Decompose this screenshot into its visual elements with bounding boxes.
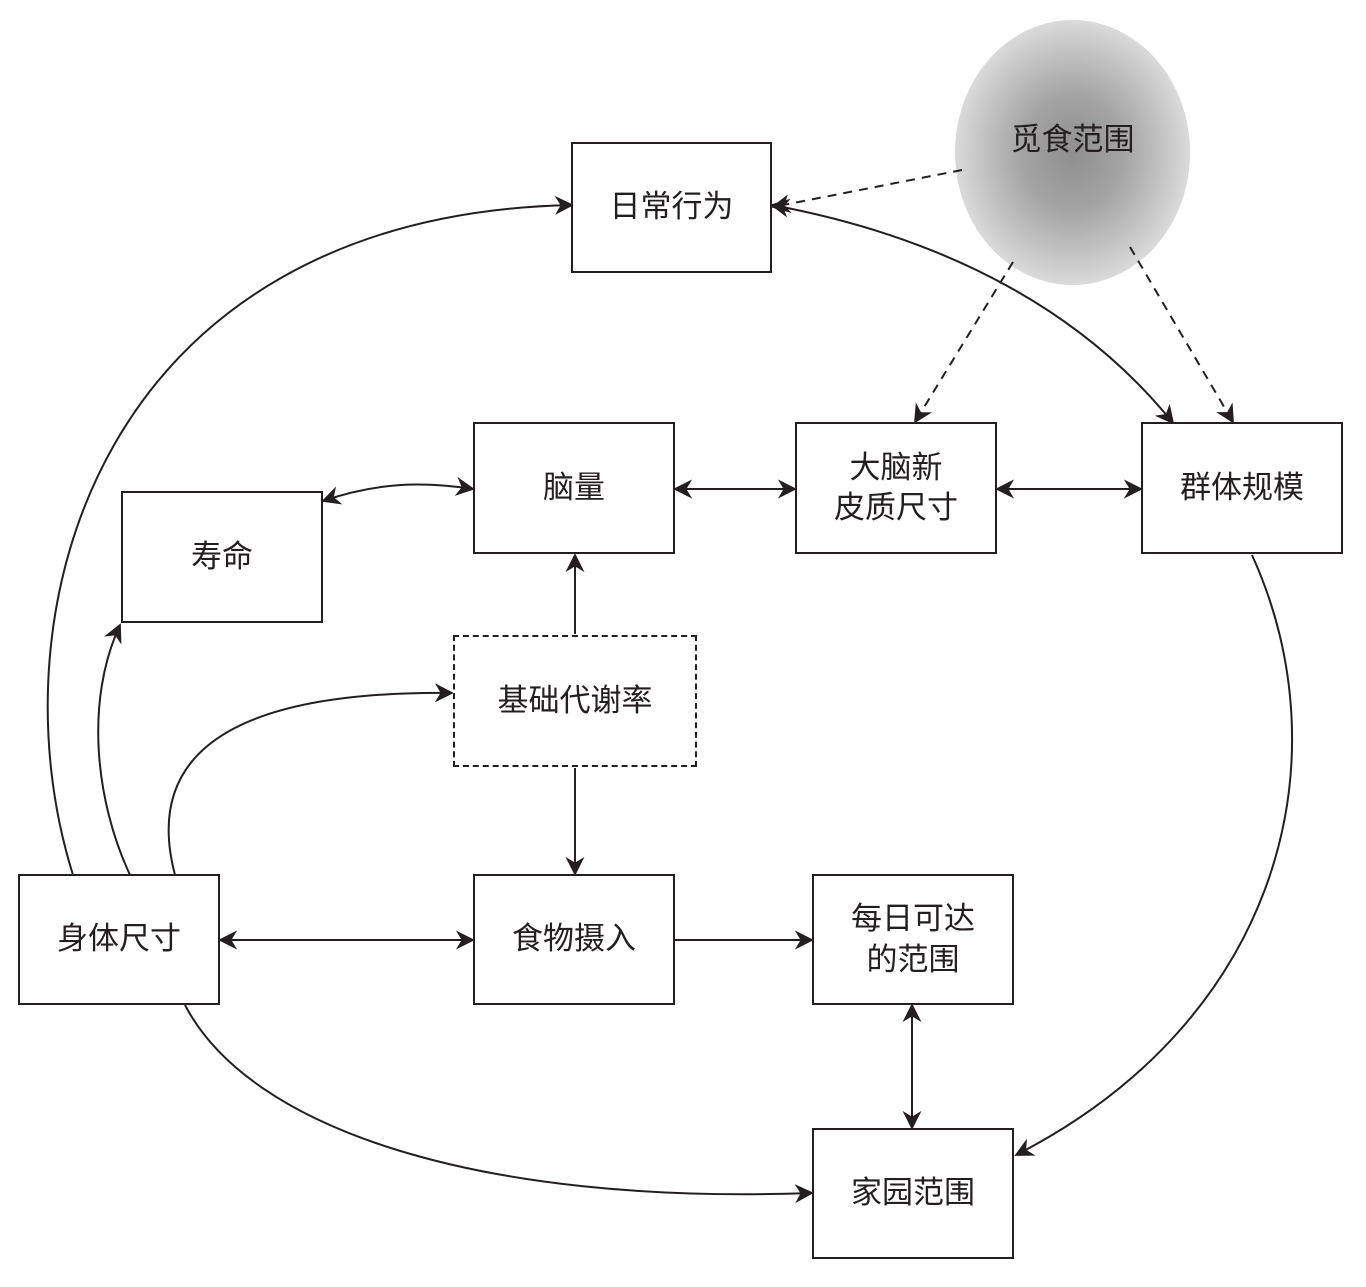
neocortex-label-line1: 大脑新 (849, 449, 943, 486)
arrow-lifespan-brain (321, 477, 475, 505)
node-daily-behavior: 日常行为 (571, 142, 772, 273)
dashed-arrow-foraging-to-group (1129, 246, 1234, 424)
foraging-range-label: 觅食范围 (1010, 122, 1135, 158)
lifespan-label: 寿命 (191, 538, 253, 575)
node-brain-volume: 脑量 (473, 422, 675, 554)
neocortex-label-line2: 皮质尺寸 (834, 490, 958, 526)
home-range-label: 家园范围 (851, 1175, 975, 1212)
node-group-size: 群体规模 (1141, 422, 1343, 554)
bmr-label: 基础代谢率 (497, 682, 653, 719)
node-day-range: 每日可达 的范围 (812, 874, 1014, 1005)
dashed-arrow-foraging-to-neocortex (914, 261, 1014, 424)
group-size-label: 群体规模 (1180, 469, 1304, 506)
node-food-intake: 食物摄入 (473, 874, 675, 1005)
node-basal-metabolic-rate: 基础代谢率 (453, 635, 697, 767)
arrow-body-to-lifespan (97, 623, 131, 876)
arrow-behavior-group (770, 198, 1175, 425)
day-range-label-line2: 的范围 (866, 941, 960, 978)
node-neocortex-size: 大脑新 皮质尺寸 (795, 422, 997, 554)
daily-behavior-label: 日常行为 (609, 189, 734, 226)
food-intake-label: 食物摄入 (512, 921, 636, 958)
node-body-size: 身体尺寸 (18, 874, 220, 1005)
node-home-range: 家园范围 (812, 1128, 1014, 1259)
arrow-body-to-bmr (167, 683, 454, 876)
arrow-body-to-home-range (184, 1004, 814, 1204)
node-lifespan: 寿命 (121, 491, 323, 623)
arrow-body-to-behavior (46, 195, 574, 876)
day-range-label-line1: 每日可达 (851, 901, 975, 938)
body-size-label: 身体尺寸 (57, 921, 181, 958)
arrow-group-to-home-range (1014, 554, 1294, 1156)
dashed-arrow-foraging-to-behavior (771, 169, 963, 214)
brain-volume-label: 脑量 (543, 469, 605, 506)
